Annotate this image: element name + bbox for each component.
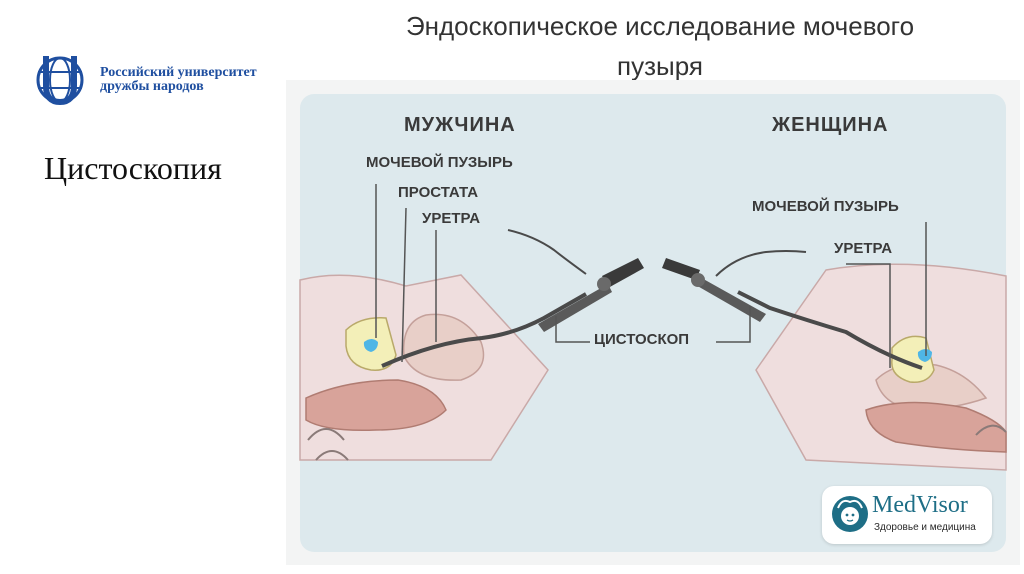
male-anatomy-illustration bbox=[299, 274, 549, 461]
diagram-canvas bbox=[299, 94, 1007, 552]
title-line-1: Эндоскопическое исследование мочевого bbox=[405, 11, 915, 41]
university-logo-icon bbox=[36, 56, 84, 106]
cystoscopy-diagram: МУЖЧИНА ЖЕНЩИНА МОЧЕВОЙ ПУЗЫРЬ ПРОСТАТА … bbox=[286, 80, 1020, 565]
university-name-line-1: Российский университет bbox=[100, 65, 257, 80]
label-male-urethra: УРЕТРА bbox=[422, 210, 481, 227]
leader-lines bbox=[375, 184, 927, 368]
university-name-line-2: дружбы народов bbox=[100, 79, 204, 94]
female-anatomy-illustration bbox=[755, 263, 1007, 471]
female-heading: ЖЕНЩИНА bbox=[772, 114, 889, 136]
university-name: Российский университет дружбы народов bbox=[100, 66, 257, 94]
brand-tagline: Здоровье и медицина bbox=[874, 522, 976, 533]
section-subtitle: Цистоскопия bbox=[44, 150, 222, 186]
label-male-prostate: ПРОСТАТА bbox=[398, 184, 479, 201]
title-line-2: пузыря bbox=[617, 51, 703, 81]
female-cystoscope-illustration bbox=[662, 250, 923, 370]
slide-title: Эндоскопическое исследование мочевого пу… bbox=[330, 6, 990, 86]
brand-name: MedVisor bbox=[872, 492, 968, 518]
label-female-bladder: МОЧЕВОЙ ПУЗЫРЬ bbox=[752, 198, 899, 215]
medvisor-badge: MedVisor Здоровье и медицина bbox=[822, 486, 992, 544]
label-cystoscope: ЦИСТОСКОП bbox=[594, 331, 690, 348]
medusa-head-icon bbox=[832, 496, 868, 532]
male-heading: МУЖЧИНА bbox=[404, 114, 516, 136]
label-female-urethra: УРЕТРА bbox=[834, 240, 893, 257]
label-male-bladder: МОЧЕВОЙ ПУЗЫРЬ bbox=[366, 154, 513, 171]
